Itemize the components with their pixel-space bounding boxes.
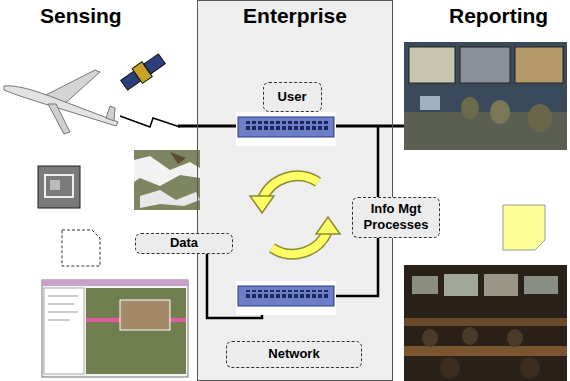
person — [461, 97, 479, 119]
list-line — [48, 304, 74, 305]
cycle-arrow-head — [250, 196, 274, 213]
switch-backdrop — [236, 281, 336, 315]
user-box: User — [263, 82, 322, 112]
command-center-photo — [404, 265, 567, 381]
cycle-arrow-head — [316, 217, 340, 234]
map-inset — [120, 300, 170, 330]
sticky-note — [503, 205, 545, 250]
person — [528, 104, 552, 132]
window-title-bar — [42, 280, 188, 286]
window-frame — [42, 280, 188, 377]
person — [422, 329, 438, 347]
console-row — [404, 318, 567, 326]
satellite-drawing — [119, 51, 167, 92]
terrain-ground — [134, 150, 200, 210]
network-box: Network — [226, 341, 362, 368]
person — [440, 357, 460, 379]
side-panel — [44, 288, 84, 374]
rock — [170, 152, 186, 164]
uav-wing — [48, 104, 70, 134]
photo-ground — [404, 265, 567, 381]
image-frame — [38, 166, 80, 208]
wall-screen — [444, 274, 478, 296]
wall-screen — [412, 276, 438, 294]
person — [520, 357, 540, 379]
image-detail — [45, 175, 73, 197]
data-box: Data — [135, 233, 233, 254]
column-heading: Reporting — [449, 4, 548, 28]
person — [507, 329, 523, 347]
person — [462, 327, 478, 345]
list-line — [48, 312, 78, 313]
uav-drawing — [4, 70, 118, 134]
switch-backdrop — [236, 112, 336, 146]
list-line — [48, 296, 78, 297]
radio-link — [120, 116, 180, 127]
monitor — [420, 96, 440, 110]
console-row — [404, 346, 567, 356]
wall-screen — [460, 47, 510, 83]
wall-screen — [409, 47, 455, 83]
map-view — [86, 288, 186, 374]
enterprise-ground — [197, 0, 393, 381]
grey-image — [38, 166, 80, 208]
process-box: Info Mgt Processes — [352, 197, 440, 238]
image-detail — [50, 180, 60, 190]
solar-panel — [144, 54, 166, 74]
network-switch — [236, 281, 336, 315]
terrain-image — [134, 150, 200, 210]
person — [490, 100, 510, 124]
box-label: Network — [268, 346, 319, 362]
screen-capture — [42, 280, 188, 377]
switch-ports — [245, 290, 329, 300]
panel-heading: Enterprise — [243, 4, 347, 27]
list-line — [48, 320, 70, 321]
box-label: Data — [170, 235, 198, 251]
wall-screen — [484, 274, 518, 296]
cycle-arrows — [250, 176, 340, 254]
switch-ports — [245, 121, 329, 131]
uav-tail — [106, 106, 115, 121]
enterprise-panel: EnterpriseUserNetwork — [197, 0, 393, 381]
box-label: User — [278, 89, 307, 105]
column-heading: Sensing — [40, 4, 122, 28]
photo-ground — [404, 42, 567, 150]
snow — [140, 190, 200, 208]
snow — [134, 156, 200, 186]
blank-document — [62, 230, 100, 266]
wall-screen — [524, 276, 558, 294]
operations-photo — [404, 42, 567, 150]
wall-screen — [515, 47, 563, 83]
switch-body — [238, 286, 334, 306]
box-label: Info Mgt Processes — [353, 201, 439, 232]
switch-body — [238, 117, 334, 137]
network-switch — [236, 112, 336, 146]
